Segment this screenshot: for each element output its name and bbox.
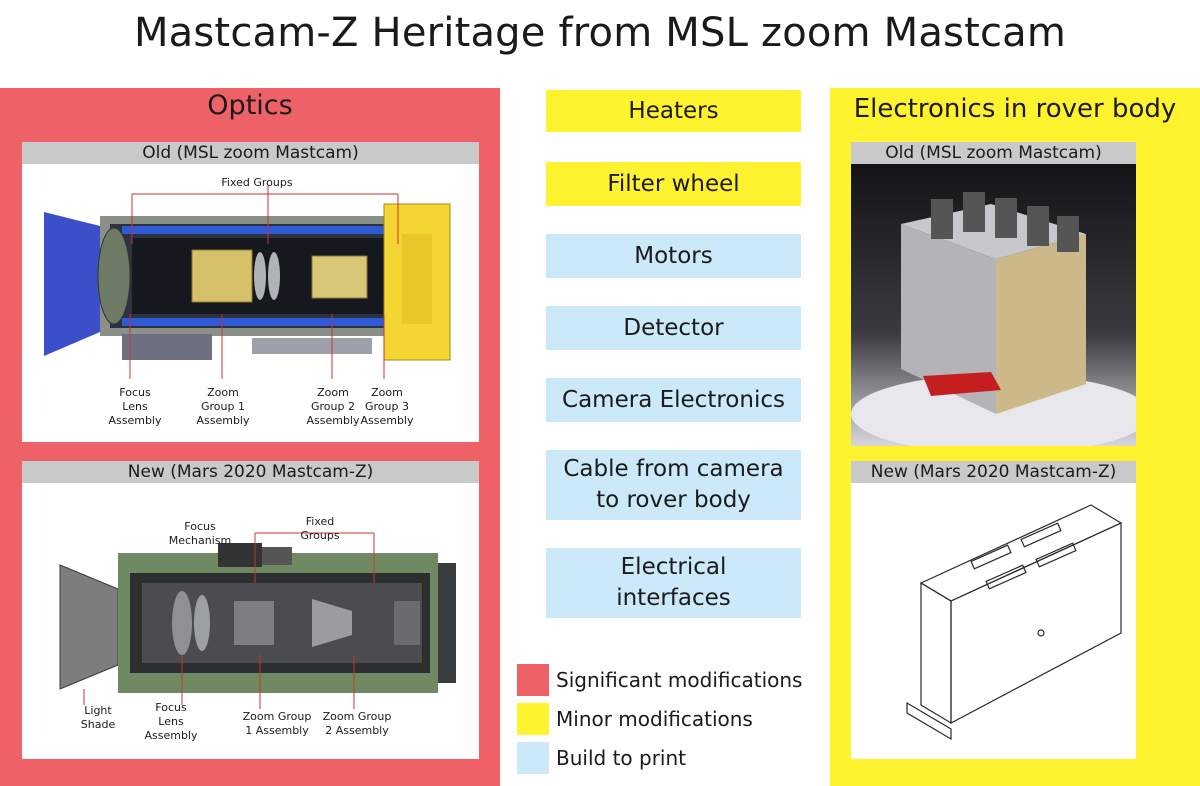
subsystem-camera-electronics: Camera Electronics xyxy=(546,378,801,422)
enclosure-side xyxy=(950,522,1122,724)
msl-electronics-drawing xyxy=(851,164,1136,446)
subsystem-detector: Detector xyxy=(546,306,801,350)
mastcamz-electronics-drawing xyxy=(851,483,1136,759)
subsystem-motors: Motors xyxy=(546,234,801,278)
subsystem-filter-wheel: Filter wheel xyxy=(546,162,801,206)
optics-new-label: New (Mars 2020 Mastcam-Z) xyxy=(22,461,479,483)
electronics-heading: Electronics in rover body xyxy=(853,94,1177,124)
zoom-group-2-shape xyxy=(311,255,368,299)
legend-label-significant: Significant modifications xyxy=(556,668,803,692)
msl-optics-cutaway-image xyxy=(22,164,479,442)
legend-label-build: Build to print xyxy=(556,746,686,770)
subsystem-heaters: Heaters xyxy=(546,90,801,132)
enclosure-front xyxy=(920,581,952,725)
front-lens xyxy=(97,227,131,325)
light-shade-shape xyxy=(59,564,119,690)
msl-electronics-photo xyxy=(851,164,1136,446)
old-fixed-groups-label: Fixed Groups xyxy=(221,176,293,189)
chassis-front xyxy=(901,224,996,414)
electronics-old-label: Old (MSL zoom Mastcam) xyxy=(851,142,1136,164)
optics-heading: Optics xyxy=(207,90,293,121)
subsystem-electrical-interfaces: Electrical interfaces xyxy=(546,548,801,618)
knife-shape xyxy=(923,372,1001,396)
zoom-group-1-shape xyxy=(191,249,253,303)
mastcamz-optics-cutaway-image xyxy=(22,483,479,759)
electronics-new-label: New (Mars 2020 Mastcam-Z) xyxy=(851,461,1136,483)
electronics-line-drawing xyxy=(906,504,1123,741)
msl-optics-drawing xyxy=(44,186,451,379)
legend-swatch-build xyxy=(517,742,549,774)
mastcamz-optics-drawing xyxy=(59,532,456,709)
sunshade-shape xyxy=(44,212,100,356)
page-title: Mastcam-Z Heritage from MSL zoom Mastcam xyxy=(133,10,1067,56)
legend-swatch-significant xyxy=(517,664,549,696)
legend-label-minor: Minor modifications xyxy=(556,707,753,731)
subsystem-cable: Cable from camera to rover body xyxy=(546,450,801,520)
legend-swatch-minor xyxy=(517,703,549,735)
enclosure-top xyxy=(919,504,1123,602)
chassis-side xyxy=(996,234,1086,414)
optics-old-label: Old (MSL zoom Mastcam) xyxy=(22,142,479,164)
